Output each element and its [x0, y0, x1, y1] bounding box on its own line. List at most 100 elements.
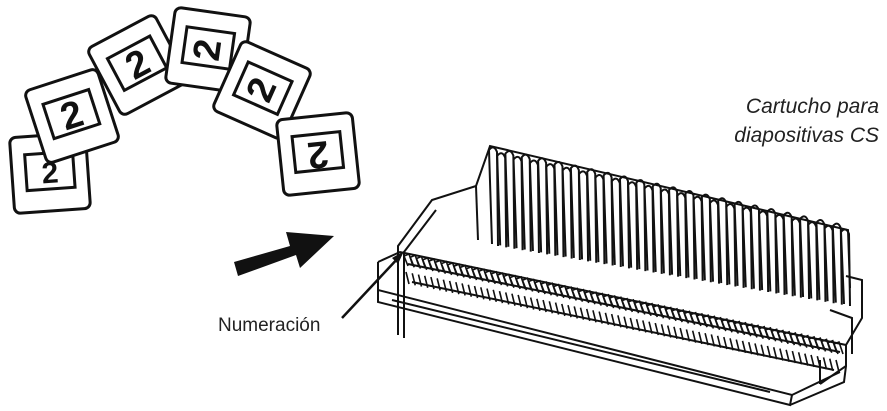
slot-tooth: [627, 298, 639, 331]
slot-tooth: [446, 261, 458, 294]
slot-tooth: [758, 325, 769, 357]
slot-tooth: [608, 295, 620, 327]
slot-tooth: [789, 332, 801, 364]
slot-tooth: [596, 292, 607, 324]
slot-tooth: [577, 288, 589, 320]
separator-fin: [733, 200, 745, 288]
slot-tooth: [720, 317, 732, 350]
slot-tooth: [714, 316, 726, 348]
slot-tooth: [459, 264, 470, 296]
slot-tooth: [490, 270, 502, 303]
separator-fin: [602, 171, 614, 266]
slot-tooth: [621, 297, 632, 329]
slot-tooth: [646, 302, 657, 334]
slot-tooth: [708, 315, 720, 347]
slot-tooth: [677, 309, 688, 341]
slot-tooth: [589, 291, 601, 323]
separator-fin: [766, 208, 778, 294]
slot-tooth: [826, 339, 838, 371]
slot-tooth: [496, 272, 508, 304]
slot-tooth: [402, 252, 414, 285]
slot-tooth: [745, 323, 757, 355]
slot-tooth: [415, 255, 427, 287]
slot-tooth: [751, 324, 763, 356]
slot-tooth: [633, 300, 645, 332]
slot-tooth: [434, 259, 445, 291]
slot-tooth: [440, 260, 452, 292]
separator-fin: [717, 197, 729, 286]
separator-fin: [618, 175, 630, 269]
slot-tooth: [540, 281, 551, 313]
separator-fin: [651, 182, 663, 274]
caption-line-2: diapositivas CS: [734, 124, 879, 147]
slot-tooth: [533, 279, 545, 311]
slot-tooth: [702, 314, 713, 346]
slot-tooth: [795, 333, 807, 365]
insert-arrow: [234, 232, 334, 276]
slide-2: 2: [22, 66, 122, 166]
separator-fin: [839, 228, 851, 307]
cartridge-caption: Cartucho para diapositivas CS: [699, 92, 879, 150]
slot-tooth: [727, 319, 738, 351]
separator-fin: [684, 190, 696, 280]
slot-tooth: [652, 303, 664, 336]
separator-fin: [799, 215, 811, 300]
slot-tooth: [409, 254, 420, 286]
slot-tooth: [614, 296, 626, 328]
slot-tooth: [602, 293, 614, 326]
slot-tooth: [508, 274, 520, 306]
slot-tooth: [739, 321, 751, 354]
slot-tooth: [770, 328, 782, 360]
separator-fin: [782, 211, 794, 297]
slot-tooth: [801, 334, 813, 366]
slide-5: 2: [210, 38, 314, 142]
slot-tooth: [527, 278, 539, 310]
slot-tooth: [502, 273, 514, 305]
cartridge-separators: [487, 146, 851, 307]
slot-tooth: [808, 335, 819, 368]
slot-tooth: [683, 310, 695, 342]
slot-tooth: [664, 306, 676, 338]
separator-fin: [635, 179, 647, 272]
slot-tooth: [521, 277, 533, 309]
slot-tooth: [820, 338, 832, 370]
separator-fin: [668, 186, 680, 277]
slot-tooth: [764, 326, 776, 359]
separator-fin: [520, 153, 532, 252]
slot-tooth: [832, 340, 844, 373]
numbering-label: Numeración: [218, 315, 321, 336]
slot-tooth: [471, 266, 483, 299]
slot-tooth: [658, 305, 670, 337]
slot-tooth: [695, 312, 707, 345]
slide-1: 2: [7, 130, 93, 216]
slot-tooth: [452, 263, 464, 295]
slot-tooth: [558, 284, 570, 317]
slot-tooth: [639, 301, 651, 333]
slot-tooth: [465, 265, 477, 297]
slide-number: 2: [41, 156, 60, 190]
slot-tooth: [670, 307, 682, 340]
slot-tooth: [776, 329, 788, 361]
slot-tooth: [783, 330, 794, 362]
slot-tooth: [421, 256, 433, 289]
separator-fin: [504, 150, 516, 249]
separator-fin: [815, 219, 827, 302]
slot-tooth: [552, 283, 564, 315]
separator-fin: [537, 157, 549, 255]
slot-tooth: [515, 275, 526, 308]
separator-fin: [700, 193, 712, 283]
slot-tooth: [477, 268, 489, 300]
slot-tooth: [583, 289, 595, 322]
slot-tooth: [546, 282, 558, 314]
slot-tooth: [733, 320, 745, 352]
slide-number: 2: [305, 132, 330, 176]
separator-fin: [749, 204, 761, 291]
separator-fin: [553, 160, 565, 258]
pointer-arrow: [341, 251, 404, 319]
slot-tooth: [564, 286, 576, 318]
cartridge-teeth: [402, 252, 844, 373]
separator-fin: [569, 164, 581, 260]
slot-tooth: [571, 287, 583, 319]
slot-tooth: [427, 258, 439, 290]
